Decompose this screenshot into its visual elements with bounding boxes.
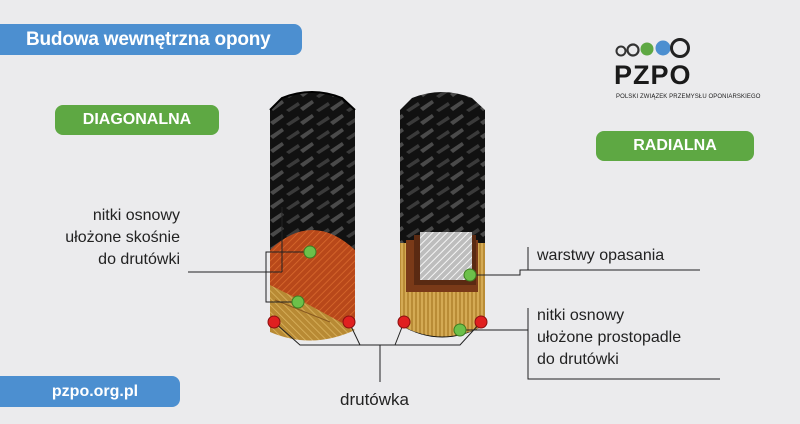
page-title: Budowa wewnętrzna opony (0, 24, 302, 55)
logo-circles-icon (615, 38, 690, 58)
belt-marker (463, 268, 477, 282)
pzpo-logo: PZPO POLSKI ZWIĄZEK PRZEMYSŁU OPONIARSKI… (612, 38, 762, 108)
diag-ply-marker-upper (303, 245, 317, 259)
diagonal-threads-line-1: nitki osnowy (92, 207, 180, 224)
connector-lines (188, 207, 720, 382)
diagonal-badge: DIAGONALNA (55, 105, 219, 135)
radial-ply-marker (453, 323, 467, 337)
diagonal-tire (269, 91, 356, 341)
diag-ply-marker-lower (291, 295, 305, 309)
radial-threads-line-2: ułożone prostopadle (537, 329, 682, 346)
bead-label: drutówka (340, 390, 409, 409)
bead-marker-3 (397, 315, 411, 329)
logo-subtitle: POLSKI ZWIĄZEK PRZEMYSŁU OPONIARSKIEGO (616, 94, 761, 100)
radial-threads-label: nitki osnowy ułożone prostopadle do drut… (537, 305, 681, 371)
diagonal-threads-line-3: do drutówki (98, 251, 180, 268)
radial-threads-line-1: nitki osnowy (537, 307, 625, 324)
diagonal-threads-label: nitki osnowy ułożone skośnie do drutówki (0, 205, 180, 271)
radial-tire (400, 92, 485, 338)
bead-marker-4 (474, 315, 488, 329)
bead-marker-2 (342, 315, 356, 329)
logo-brand: PZPO (614, 60, 692, 90)
radial-badge: RADIALNA (596, 131, 754, 161)
bead-marker-1 (267, 315, 281, 329)
website-link[interactable]: pzpo.org.pl (0, 376, 180, 407)
diagonal-threads-line-2: ułożone skośnie (65, 229, 180, 246)
radial-threads-line-3: do drutówki (537, 351, 619, 368)
markers (267, 245, 488, 337)
belts-label: warstwy opasania (537, 247, 665, 264)
